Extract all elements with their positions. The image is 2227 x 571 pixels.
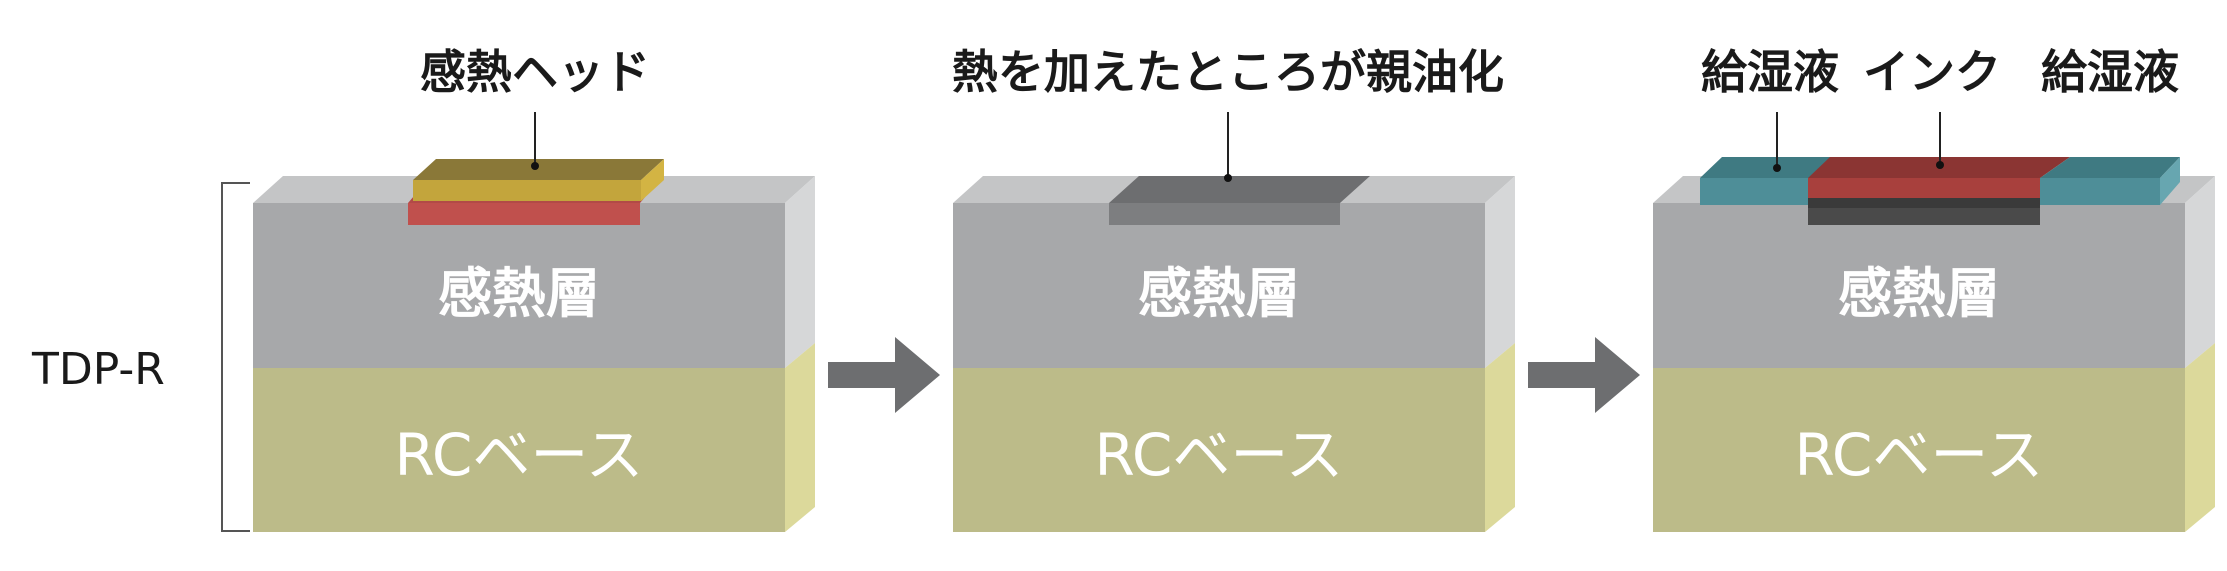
panel-3-base-side bbox=[2185, 343, 2215, 532]
panel-3-dampening-right-top bbox=[2040, 157, 2180, 178]
panel-1-layer-label: 感熱層 bbox=[438, 262, 600, 325]
panel-3-dampening-right-front bbox=[2040, 178, 2160, 205]
panel-3-ink-shadow bbox=[1808, 198, 2040, 208]
panel-3-layer-side bbox=[2185, 176, 2215, 368]
panel-1-callout-dot bbox=[531, 162, 539, 170]
panel-1-callout-label: 感熱ヘッド bbox=[420, 45, 650, 99]
panel-2-layer-front bbox=[953, 203, 1485, 368]
panel-2-callout-label: 熱を加えたところが親油化 bbox=[952, 45, 1504, 99]
panel-2: 熱を加えたところが親油化 感熱層 RCベース bbox=[952, 45, 1515, 532]
panel-3-dampening-left-front bbox=[1700, 178, 1810, 205]
panel-3-layer-front bbox=[1653, 203, 2185, 368]
panel-1-base-side bbox=[785, 343, 815, 532]
panel-2-lipophilic-top bbox=[1109, 176, 1370, 203]
panel-3-base-front bbox=[1653, 368, 2185, 532]
panel-3-dampening-right-side bbox=[2160, 157, 2180, 205]
panel-1-thermal-head-front bbox=[413, 180, 641, 201]
panel-1-layer-front bbox=[253, 203, 785, 368]
tdp-r-bracket bbox=[221, 182, 250, 532]
panel-2-base-label: RCベース bbox=[1094, 421, 1343, 489]
arrow-1 bbox=[828, 337, 940, 413]
panel-2-base-side bbox=[1485, 343, 1515, 532]
panel-1-base-label: RCベース bbox=[394, 421, 643, 489]
panel-3-callout-dot-center bbox=[1936, 161, 1944, 169]
panel-1-heated-strip-front bbox=[408, 203, 640, 225]
panel-3-callout-label-left: 給湿液 bbox=[1701, 45, 1839, 99]
arrow-2 bbox=[1528, 337, 1640, 413]
panel-3-base-label: RCベース bbox=[1794, 421, 2043, 489]
panel-1-base-front bbox=[253, 368, 785, 532]
panel-2-layer-label: 感熱層 bbox=[1138, 262, 1300, 325]
panel-3-callout-label-right: 給湿液 bbox=[2041, 45, 2179, 99]
panel-3: 給湿液 インク 給湿液 感熱層 RCベース bbox=[1653, 45, 2215, 532]
panel-3-callout-dot-left bbox=[1773, 164, 1781, 172]
panel-1-thermal-head-top bbox=[413, 159, 664, 180]
panel-2-base-front bbox=[953, 368, 1485, 532]
panel-3-callout-label-center: インク bbox=[1863, 45, 2001, 99]
panel-3-ink-front bbox=[1808, 178, 2040, 198]
panel-2-callout-dot bbox=[1224, 174, 1232, 182]
panel-1-layer-side bbox=[785, 176, 815, 368]
panel-1-thermal-head-side bbox=[641, 159, 664, 201]
side-label: TDP-R bbox=[31, 344, 165, 395]
panel-1: 感熱ヘッド 感熱層 RCベース bbox=[253, 45, 815, 532]
panel-3-layer-label: 感熱層 bbox=[1838, 262, 2000, 325]
panel-2-lipophilic-front bbox=[1109, 203, 1340, 225]
panel-2-layer-side bbox=[1485, 176, 1515, 368]
